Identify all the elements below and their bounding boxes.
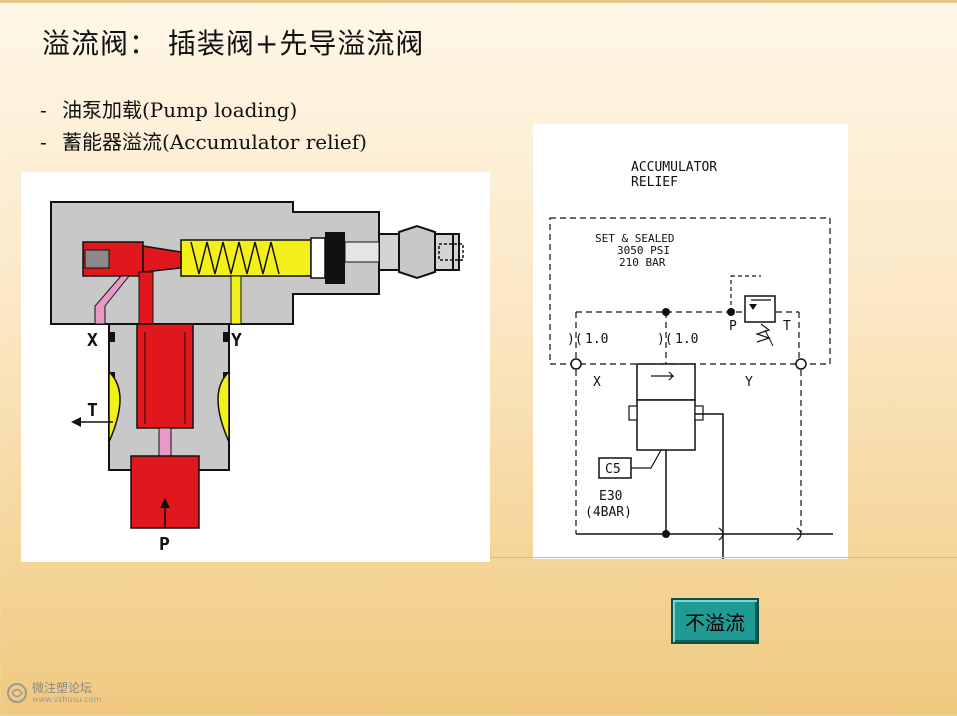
schematic-port-x-label: X	[593, 375, 601, 390]
watermark: 微注塑论坛 www.vzhusu.com	[6, 682, 101, 704]
tank-return-line	[695, 413, 724, 559]
main-spool	[136, 323, 194, 429]
seal-mark	[223, 332, 229, 342]
orifice-right-label: 1.0	[675, 332, 698, 347]
no-overflow-button[interactable]: 不溢流	[671, 598, 759, 644]
rod-thread	[438, 243, 464, 261]
port-y-label: Y	[231, 330, 242, 351]
pilot-line-x	[94, 275, 131, 325]
schematic-header-line-2: RELIEF	[631, 175, 678, 190]
c5-leader-line	[631, 449, 662, 469]
port-p-label: P	[159, 534, 170, 555]
tank-chamber-right	[217, 370, 230, 443]
set-label-line-3: 210 BAR	[619, 256, 666, 269]
pilot-pressure-passage	[138, 271, 154, 325]
decorative-line	[490, 557, 957, 558]
hydraulic-schematic-panel: ACCUMULATOR RELIEF SET & SEALED 3050 PSI…	[533, 124, 848, 559]
cartridge-body	[636, 399, 696, 451]
schematic-port-y-label: Y	[745, 375, 753, 390]
forum-logo-icon	[7, 683, 27, 703]
watermark-url: www.vzhusu.com	[32, 695, 102, 704]
c5-label: C5	[605, 462, 621, 477]
line-crossing-icon	[718, 527, 724, 541]
spool-orifice	[158, 427, 172, 457]
line-crossing-icon	[796, 527, 802, 541]
pressure-arrow-head-icon	[160, 498, 170, 508]
orifice-left-label: 1.0	[585, 332, 608, 347]
spring-seat	[310, 237, 326, 279]
relief-port-p-label: P	[729, 319, 737, 334]
schematic-header-line-1: ACCUMULATOR	[631, 160, 717, 175]
junction-dot	[662, 308, 670, 316]
port-x-connector	[570, 358, 582, 370]
drain-line-y	[230, 275, 242, 325]
orifice-right-symbol: )(	[657, 332, 673, 347]
spring-label-line-2: (4BAR)	[585, 505, 632, 520]
bullet-list: -油泵加载(Pump loading) -蓄能器溢流(Accumulator r…	[40, 96, 367, 160]
port-t-label: T	[87, 400, 98, 421]
valve-cross-section-panel: X Y T P	[21, 172, 490, 562]
bullet-item-accumulator-relief: -蓄能器溢流(Accumulator relief)	[40, 130, 367, 154]
orifice-left-symbol: )(	[567, 332, 583, 347]
port-x-label: X	[87, 330, 98, 351]
top-accent-bar	[0, 0, 957, 3]
seal-mark	[109, 332, 115, 342]
relief-arrow-icon	[749, 304, 757, 310]
relief-port-t-label: T	[783, 319, 791, 334]
spring-label-line-1: E30	[599, 489, 622, 504]
lock-nut-icon	[398, 224, 436, 280]
pilot-spring	[190, 241, 280, 275]
guide-bushing	[344, 241, 380, 263]
seal-ring	[325, 232, 345, 284]
watermark-name: 微注塑论坛	[32, 681, 93, 695]
tank-chamber-left	[108, 370, 121, 443]
tank-arrow-head-icon	[71, 417, 81, 427]
cartridge-cover	[636, 363, 696, 401]
slide-title: 溢流阀： 插装阀+先导溢流阀	[42, 27, 425, 60]
pilot-plug	[84, 249, 110, 269]
set-label-line-1: SET & SEALED	[595, 232, 674, 245]
cartridge-tab-right	[694, 405, 704, 421]
adjustable-arrow	[764, 329, 774, 347]
valve-cross-section-drawing: X Y T P	[50, 201, 464, 555]
pilot-poppet	[142, 245, 182, 273]
cartridge-flow-icon	[651, 371, 675, 381]
hydraulic-schematic-drawing: ACCUMULATOR RELIEF SET & SEALED 3050 PSI…	[549, 160, 833, 559]
bullet-item-pump-loading: -油泵加载(Pump loading)	[40, 98, 298, 122]
cartridge-tab-left	[628, 405, 638, 421]
port-y-connector	[795, 358, 807, 370]
relief-spring-icon	[755, 323, 771, 343]
watermark-text: 微注塑论坛 www.vzhusu.com	[32, 681, 102, 705]
set-label-line-2: 3050 PSI	[617, 244, 670, 257]
